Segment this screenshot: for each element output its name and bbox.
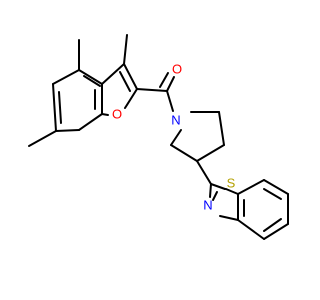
- benzofuran-benzene-bond: [78, 113, 103, 131]
- piperidine-bond: [170, 144, 198, 162]
- molecule-structure: O O N S N: [0, 0, 300, 300]
- methyl-bond-top-right: [123, 34, 128, 65]
- thiazole-double-bond: [212, 191, 218, 201]
- benzothiazole-benzene-bond: [263, 179, 289, 195]
- piperidine-nitrogen-label: N: [171, 112, 180, 127]
- benzofuran-benzene-bond: [52, 69, 80, 85]
- thiazole-nitrogen-label: N: [203, 197, 212, 212]
- furan-bond: [124, 88, 138, 109]
- thiazole-bond: [209, 183, 212, 198]
- benzofuran-benzene-bond: [78, 69, 103, 85]
- carbonyl-double-bond: [159, 72, 169, 88]
- benzothiazole-benzene-bond: [237, 179, 265, 195]
- furan-oxygen-label: O: [112, 106, 122, 121]
- thiazole-bond: [210, 183, 226, 190]
- benzofuran-benzene-double-bond: [58, 91, 62, 124]
- furan-bond: [101, 63, 125, 85]
- carbonyl-to-nitrogen-bond: [166, 90, 174, 112]
- piperidine-bond: [170, 129, 182, 146]
- furan-double-bond: [119, 71, 131, 92]
- bond-network: [28, 34, 289, 240]
- methyl-bond-lower-left: [28, 130, 57, 147]
- benzofuran-benzene-bond: [52, 83, 57, 132]
- benzothiazole-benzene-bond: [237, 219, 265, 240]
- benzothiazole-benzene-bond: [263, 223, 289, 240]
- piperidine-benzothiazole-bond: [196, 160, 212, 185]
- piperidine-bond: [218, 111, 225, 146]
- benzothiazole-benzene-double-bond: [263, 188, 282, 200]
- benzothiazole-benzene-double-bond: [263, 218, 282, 232]
- benzofuran-benzene-bond: [55, 129, 80, 132]
- furan-bond: [101, 113, 109, 116]
- piperidine-bond: [196, 144, 225, 162]
- benzofuran-benzene-double-bond: [83, 75, 101, 87]
- thiazole-sulfur-label: S: [227, 175, 236, 190]
- background: [0, 0, 300, 300]
- carbonyl-double-bond: [166, 76, 175, 92]
- carbonyl-bond: [136, 88, 168, 92]
- thiazole-bond: [225, 188, 239, 195]
- carbonyl-oxygen-label: O: [172, 61, 182, 76]
- thiazole-bond: [219, 215, 239, 221]
- furan-bond: [123, 63, 138, 90]
